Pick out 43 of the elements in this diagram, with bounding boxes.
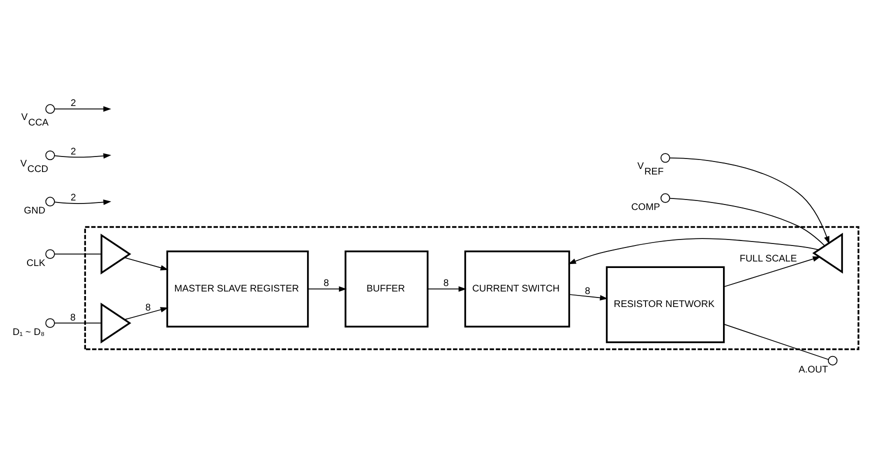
edge-label: 8: [324, 278, 330, 290]
arrow: [568, 294, 608, 301]
node-circle: [660, 153, 670, 163]
arrow: [427, 286, 466, 292]
node-triangle: [100, 234, 132, 274]
arrow: [54, 200, 112, 205]
node-label: COMP: [631, 202, 660, 214]
node-box: RESISTOR NETWORK: [606, 266, 725, 344]
edge-label: 8: [145, 302, 151, 314]
node-circle: [828, 356, 838, 366]
edge-label: FULL SCALE: [740, 254, 797, 265]
arrow: [568, 238, 820, 264]
connector: [723, 324, 829, 360]
edge-label: 2: [70, 146, 76, 158]
node-circle: [45, 249, 55, 259]
edge-label: 2: [70, 192, 76, 204]
edge-label: 8: [443, 278, 449, 290]
arrow: [723, 256, 821, 288]
connector: [669, 198, 826, 246]
node-label: A.OUT: [798, 364, 828, 376]
node-circle: [45, 104, 55, 114]
node-triangle: [100, 302, 132, 344]
arrow: [54, 153, 112, 159]
node-label: D₁ ~ D₈: [12, 327, 45, 338]
node-box: BUFFER: [344, 250, 429, 328]
edge-label: 2: [70, 98, 76, 110]
arrow: [124, 257, 168, 270]
node-circle: [45, 150, 55, 160]
arrow: [669, 157, 830, 244]
arrow: [124, 307, 168, 320]
arrow: [308, 286, 347, 292]
node-box: CURRENT SWITCH: [464, 250, 570, 328]
node-box: MASTER SLAVE REGISTER: [166, 250, 309, 328]
node-circle: [660, 193, 670, 203]
node-circle: [45, 196, 55, 206]
connector: [54, 322, 102, 324]
node-circle: [45, 318, 55, 328]
node-label: GND: [24, 206, 46, 217]
node-label: CLK: [26, 258, 46, 270]
edge-label: 8: [70, 312, 76, 324]
cluster: [84, 226, 860, 350]
edge-label: 8: [584, 286, 590, 298]
arrow: [54, 106, 112, 112]
